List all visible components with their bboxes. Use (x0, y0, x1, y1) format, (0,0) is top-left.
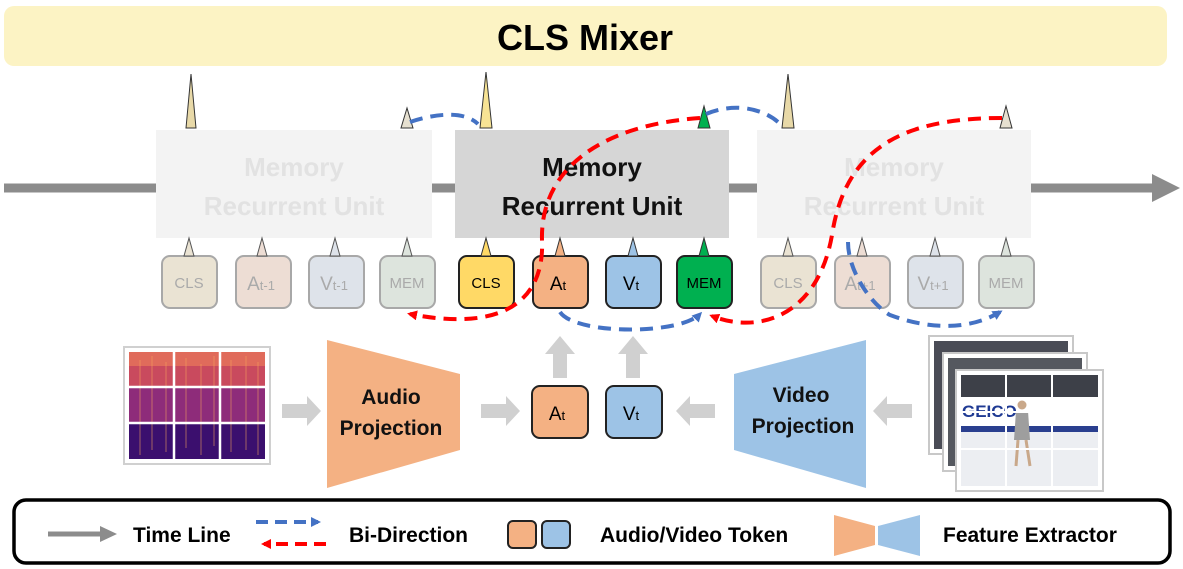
arrow-audio-token-up (545, 336, 575, 378)
header-banner (4, 6, 1167, 66)
legend-video-token-icon (541, 520, 571, 549)
token-video-prev-main: V (320, 274, 333, 295)
blue-bidirection-arrows (409, 105, 1003, 332)
current-audio-token-main: A (549, 404, 562, 425)
arrow-frames-to-video (873, 396, 912, 426)
current-token-pair: At Vt (531, 385, 663, 439)
token-cls-next-label: CLS (773, 275, 802, 292)
legend-tokens-label: Audio/Video Token (600, 524, 788, 547)
input-spike-icons (183, 236, 1012, 257)
token-cls-prev-label: CLS (174, 275, 203, 292)
token-audio-current-sub: t (563, 278, 567, 293)
current-video-token-main: V (623, 404, 636, 425)
memory-unit-prev-line2: Recurrent Unit (204, 191, 385, 221)
legend-extractor-label: Feature Extractor (943, 524, 1117, 547)
token-mem-next-label: MEM (989, 275, 1024, 292)
cls-output-spike-icon (185, 73, 197, 129)
memory-unit-current-line2: Recurrent Unit (502, 191, 683, 221)
token-video-prev-label: Vt-1 (320, 274, 348, 295)
token-video-current-label: Vt (623, 274, 640, 295)
token-cls-current-label: CLS (471, 275, 500, 292)
arrow-video-token-up (618, 336, 648, 378)
legend-timeline-label: Time Line (133, 524, 231, 547)
audio-projection-line1: Audio (361, 386, 420, 409)
current-video-token-sub: t (636, 408, 640, 423)
token-audio-current-label: At (550, 274, 567, 295)
token-video-current-main: V (623, 274, 636, 295)
output-spike-icons (185, 71, 1013, 129)
current-video-token-label: Vt (623, 404, 640, 425)
token-audio-prev-sub: t-1 (260, 278, 275, 293)
token-audio-current-main: A (550, 274, 563, 295)
token-audio-prev-label: At-1 (247, 274, 275, 295)
legend-bidirection-label: Bi-Direction (349, 524, 468, 547)
token-mem-current-label: MEM (687, 275, 722, 292)
token-video-current-sub: t (636, 278, 640, 293)
token-audio-prev-main: A (247, 274, 260, 295)
arrow-audio-to-token (481, 396, 520, 426)
legend-audio-extractor-icon (834, 515, 875, 556)
memory-unit-next-line2: Recurrent Unit (804, 191, 985, 221)
legend-bidirection-arrows-icon (256, 517, 326, 549)
legend-audio-token-icon (507, 520, 537, 549)
memory-unit-next: Memory Recurrent Unit (757, 130, 1031, 238)
token-mem-prev-label: MEM (390, 275, 425, 292)
memory-unit-prev-line1: Memory (244, 152, 344, 182)
current-audio-token-label: At (549, 404, 566, 425)
video-projection: Video Projection (734, 340, 866, 488)
flow-arrows (282, 336, 912, 426)
token-video-next-sub: t+1 (930, 278, 948, 293)
video-frames-image: GEICO (928, 335, 1104, 492)
current-audio-token-sub: t (562, 408, 566, 423)
legend-timeline-arrow-icon (48, 526, 117, 542)
memory-unit-prev: Memory Recurrent Unit (156, 130, 432, 238)
arrow-spectrogram-to-audio (282, 396, 321, 426)
mem-output-spike-icon (999, 104, 1013, 129)
legend-video-extractor-icon (878, 515, 920, 556)
skater-icon (1014, 400, 1032, 467)
memory-unit-current: Memory Recurrent Unit (455, 130, 729, 238)
header-title: CLS Mixer (497, 17, 673, 58)
audio-projection: Audio Projection (327, 340, 460, 488)
video-projection-line2: Projection (752, 415, 855, 438)
cls-output-spike-icon (479, 71, 493, 129)
current-audio-token (531, 385, 589, 439)
memory-unit-current-line1: Memory (542, 152, 642, 182)
token-row: CLS At-1 Vt-1 MEM CLS At Vt MEM CLS At+1… (161, 255, 1035, 309)
token-audio-next-main: A (844, 274, 857, 295)
red-bidirection-arrows (407, 116, 1003, 325)
video-frame-front: GEICO (955, 369, 1104, 492)
spectrogram-image (123, 346, 271, 465)
arrow-video-to-token (676, 396, 715, 426)
video-projection-line1: Video (773, 384, 830, 407)
token-video-prev-sub: t-1 (333, 278, 348, 293)
audio-projection-line2: Projection (340, 417, 443, 440)
current-video-token (605, 385, 663, 439)
token-video-next-main: V (917, 274, 930, 295)
token-video-next-label: Vt+1 (917, 274, 948, 295)
mem-output-spike-icon (697, 104, 711, 129)
legend: Time Line Bi-Direction Audio/Video Token… (12, 498, 1172, 565)
mem-output-spike-icon (400, 106, 414, 129)
cls-output-spike-icon (781, 73, 795, 129)
